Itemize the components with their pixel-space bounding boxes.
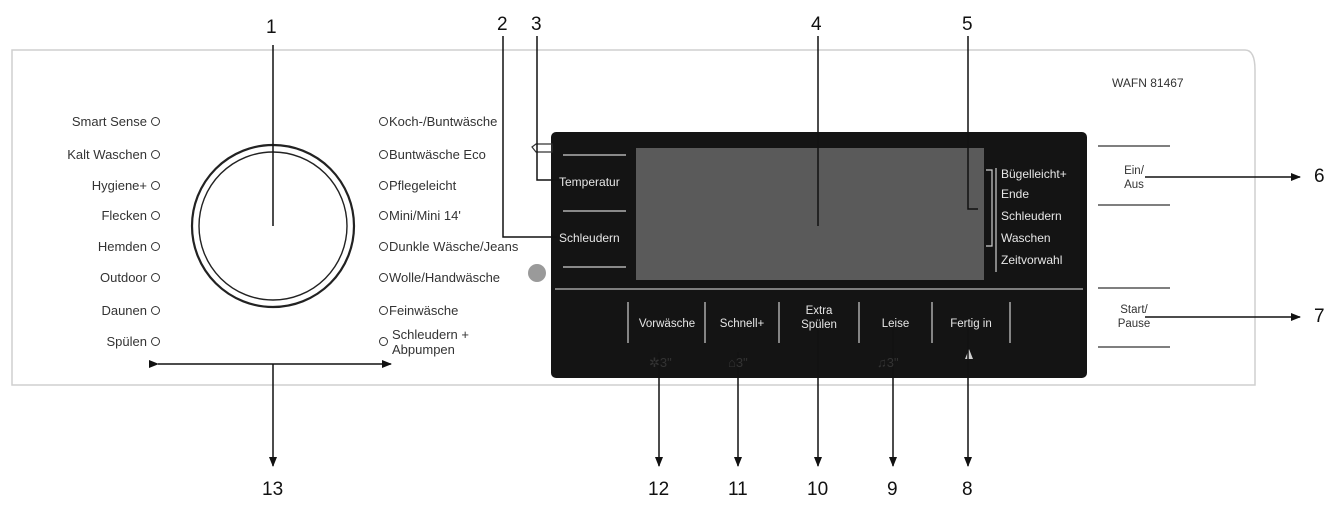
program-mini: Mini/Mini 14' <box>389 208 461 223</box>
program-koch-buntwaesche: Koch-/Buntwäsche <box>389 114 498 129</box>
display-label-schleudern: Schleudern <box>559 231 620 245</box>
program-indicator <box>379 242 388 251</box>
callout-6: 6 <box>1314 166 1325 187</box>
start-pause-button[interactable]: Start/ Pause <box>1098 304 1170 332</box>
fertig-in-button[interactable]: Fertig in <box>950 318 992 330</box>
program-wolle: Wolle/Handwäsche <box>389 270 501 285</box>
ein-aus-button[interactable]: Ein/ Aus <box>1098 165 1170 193</box>
sound-hint: ♫3" <box>877 356 899 369</box>
child-lock-hint-text: 3" <box>659 355 672 370</box>
program-buntwaesche-eco: Buntwäsche Eco <box>389 147 486 162</box>
program-indicator <box>379 306 388 315</box>
program-pflegeleicht: Pflegeleicht <box>389 178 457 193</box>
gear-lock-icon: ✲ <box>649 355 660 370</box>
program-flecken: Flecken <box>101 208 147 223</box>
sound-off-icon: ♫ <box>877 355 887 370</box>
program-indicator <box>151 242 160 251</box>
program-indicator <box>151 117 160 126</box>
program-indicator <box>379 211 388 220</box>
callout-12: 12 <box>648 479 670 500</box>
callout-1: 1 <box>266 17 277 38</box>
callout-5: 5 <box>962 14 973 35</box>
program-schleudern-line1: Schleudern + <box>392 327 469 342</box>
program-indicator <box>151 273 160 282</box>
program-dunkle-waesche: Dunkle Wäsche/Jeans <box>389 239 519 254</box>
program-indicator <box>379 273 388 282</box>
child-lock-hint: ✲3" <box>649 356 672 369</box>
program-indicator <box>151 181 160 190</box>
phase-zeitvorwahl: Zeitvorwahl <box>1001 253 1063 267</box>
start-pause-line1: Start/ <box>1120 304 1148 316</box>
callout-9: 9 <box>887 479 898 500</box>
phase-ende: Ende <box>1001 187 1030 201</box>
eco-indicator <box>531 143 553 153</box>
program-indicator <box>151 337 160 346</box>
callout-7: 7 <box>1314 306 1325 327</box>
callout-2: 2 <box>497 14 508 35</box>
program-indicator <box>379 337 388 346</box>
extra-spuelen-button[interactable]: Extra Spülen <box>779 304 859 333</box>
callout-13: 13 <box>262 479 284 500</box>
display-screen <box>636 148 984 280</box>
wool-icon <box>528 264 546 282</box>
callout-3: 3 <box>531 14 542 35</box>
display-label-temperatur: Temperatur <box>559 175 620 189</box>
callout-11: 11 <box>728 479 748 500</box>
model-name: WAFN 81467 <box>1112 76 1184 90</box>
door-lock-hint: ⌂3" <box>728 356 748 369</box>
phase-bracket <box>986 169 993 247</box>
extra-spuelen-line1: Extra <box>805 305 833 317</box>
callout-10: 10 <box>807 479 829 500</box>
program-indicator <box>151 306 160 315</box>
sound-hint-text: 3" <box>886 355 899 370</box>
phase-schleudern: Schleudern <box>1001 209 1062 223</box>
callout-line-2 <box>502 36 557 238</box>
panel-outline <box>11 49 1256 386</box>
callout-line-5 <box>967 36 978 210</box>
program-feinwaesche: Feinwäsche <box>389 303 459 318</box>
schnell-button[interactable]: Schnell+ <box>719 318 765 330</box>
program-kalt-waschen: Kalt Waschen <box>67 147 147 162</box>
fertig-in-indicator <box>965 349 973 359</box>
program-indicator <box>379 150 388 159</box>
door-lock-hint-text: 3" <box>735 355 748 370</box>
program-indicator <box>151 150 160 159</box>
program-hemden: Hemden <box>97 239 147 254</box>
program-indicator <box>379 117 388 126</box>
start-pause-line2: Pause <box>1117 317 1151 330</box>
program-spuelen: Spülen <box>106 334 147 349</box>
program-daunen: Daunen <box>101 303 147 318</box>
callout-8: 8 <box>962 479 973 500</box>
program-outdoor: Outdoor <box>100 270 147 285</box>
program-smart-sense: Smart Sense <box>71 114 147 129</box>
program-schleudern-line2: Abpumpen <box>392 342 455 357</box>
phase-waschen: Waschen <box>1001 231 1051 245</box>
extra-spuelen-line2: Spülen <box>801 319 837 332</box>
phase-buegelleicht: Bügelleicht+ <box>1001 167 1067 181</box>
vorwaesche-button[interactable]: Vorwäsche <box>638 318 696 330</box>
leise-button[interactable]: Leise <box>881 318 910 330</box>
program-hygiene: Hygiene+ <box>91 178 147 193</box>
program-indicator <box>379 181 388 190</box>
program-indicator <box>151 211 160 220</box>
ein-aus-line2: Aus <box>1124 178 1144 191</box>
callout-line-3 <box>536 36 620 181</box>
ein-aus-line1: Ein/ <box>1124 165 1144 177</box>
lock-icon: ⌂ <box>728 355 736 370</box>
callout-4: 4 <box>811 14 822 35</box>
